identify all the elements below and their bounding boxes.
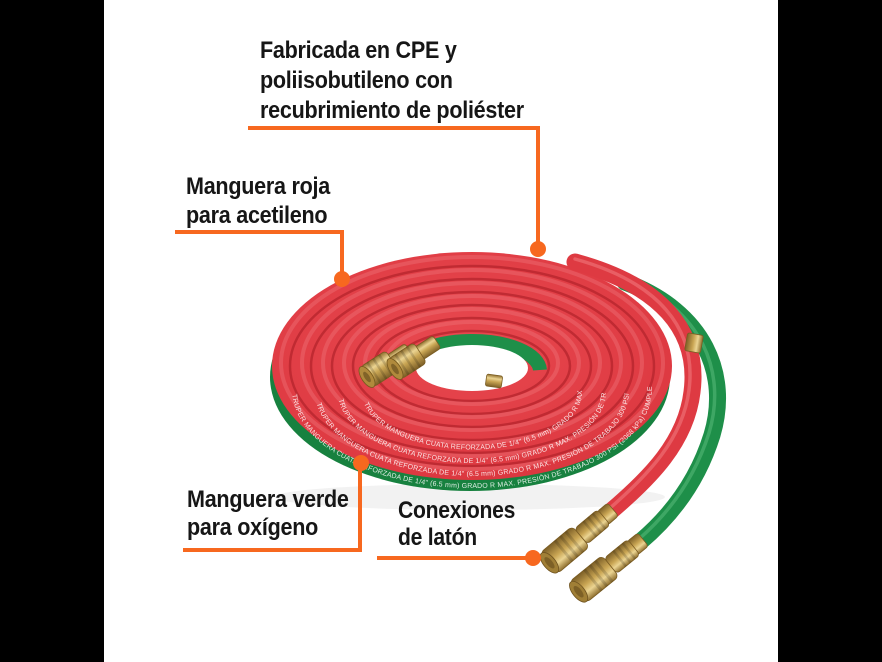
callout-green-hose-line1: Manguera verde	[187, 486, 349, 513]
callout-brass-line1: Conexiones	[398, 497, 516, 524]
brass-band-inner	[485, 373, 503, 389]
callout-line-red-hose	[175, 230, 344, 272]
callout-material-label: Fabricada en CPE y poliisobutileno con r…	[260, 36, 524, 126]
brass-fitting-green-end	[569, 533, 648, 603]
red-hose-lead	[566, 253, 704, 521]
callout-brass-label: Conexiones de latón	[398, 497, 515, 551]
callout-red-hose-line1: Manguera roja	[186, 173, 330, 200]
callout-connectors	[175, 126, 540, 560]
callout-red-hose-label: Manguera roja para acetileno	[186, 172, 330, 230]
callout-material-line3: recubrimiento de poliéster	[260, 97, 524, 124]
callout-dot-material	[530, 241, 546, 257]
callout-green-hose-line2: para oxígeno	[187, 514, 319, 541]
callout-dot-brass	[525, 550, 541, 566]
brass-band-lead	[684, 332, 704, 354]
brass-fitting-inner-2	[386, 336, 441, 380]
coil-shadow	[275, 484, 665, 510]
callout-material-line1: Fabricada en CPE y	[260, 37, 457, 64]
callout-material-line2: poliisobutileno con	[260, 67, 453, 94]
callout-dot-green-hose	[353, 455, 369, 471]
callout-green-hose-label: Manguera verde para oxígeno	[187, 486, 349, 542]
callout-line-green-hose	[183, 470, 362, 552]
callout-red-hose-line2: para acetileno	[186, 202, 328, 229]
callout-brass-line2: de latón	[398, 524, 477, 551]
callout-dots	[334, 241, 546, 566]
callout-dot-red-hose	[334, 271, 350, 287]
brass-fitting-red-end	[539, 503, 618, 574]
callout-line-material	[248, 126, 540, 242]
